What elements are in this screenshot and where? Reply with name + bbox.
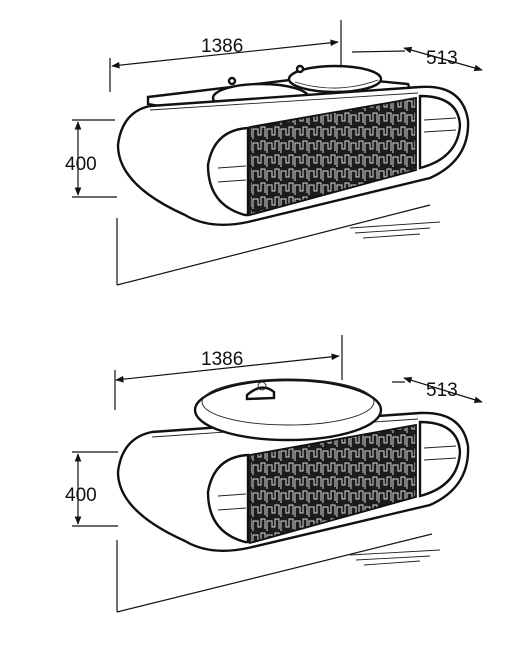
left-open-end [206, 453, 250, 544]
left-open-end [206, 126, 250, 217]
single-oval-basin-unit: 1386 513 400 [65, 335, 483, 613]
floor-hatch [349, 549, 441, 566]
basin-tap-icon [245, 386, 276, 401]
floor-guide-bottom [116, 533, 433, 613]
tap-left-icon [227, 76, 237, 86]
right-basin-inner [294, 79, 379, 89]
depth-label: 513 [426, 48, 458, 69]
vessel-basin [193, 378, 383, 442]
depth-label: 513 [426, 380, 458, 401]
front-panel [249, 423, 417, 545]
floor-hatch [349, 221, 441, 239]
floor-guide-bottom [116, 204, 431, 286]
width-dimension-line [115, 353, 340, 383]
depth-dimension-line [403, 377, 483, 403]
width-dimension-line [111, 39, 339, 69]
double-basin-unit: 1386 513 400 [65, 20, 483, 286]
width-label: 1386 [201, 349, 243, 370]
right-open-end [418, 94, 462, 170]
width-label: 1386 [201, 36, 243, 57]
depth-dimension-line [403, 46, 483, 72]
height-label: 400 [65, 154, 97, 175]
tap-right-icon [295, 64, 305, 74]
front-panel [249, 96, 417, 217]
height-label: 400 [65, 485, 97, 506]
